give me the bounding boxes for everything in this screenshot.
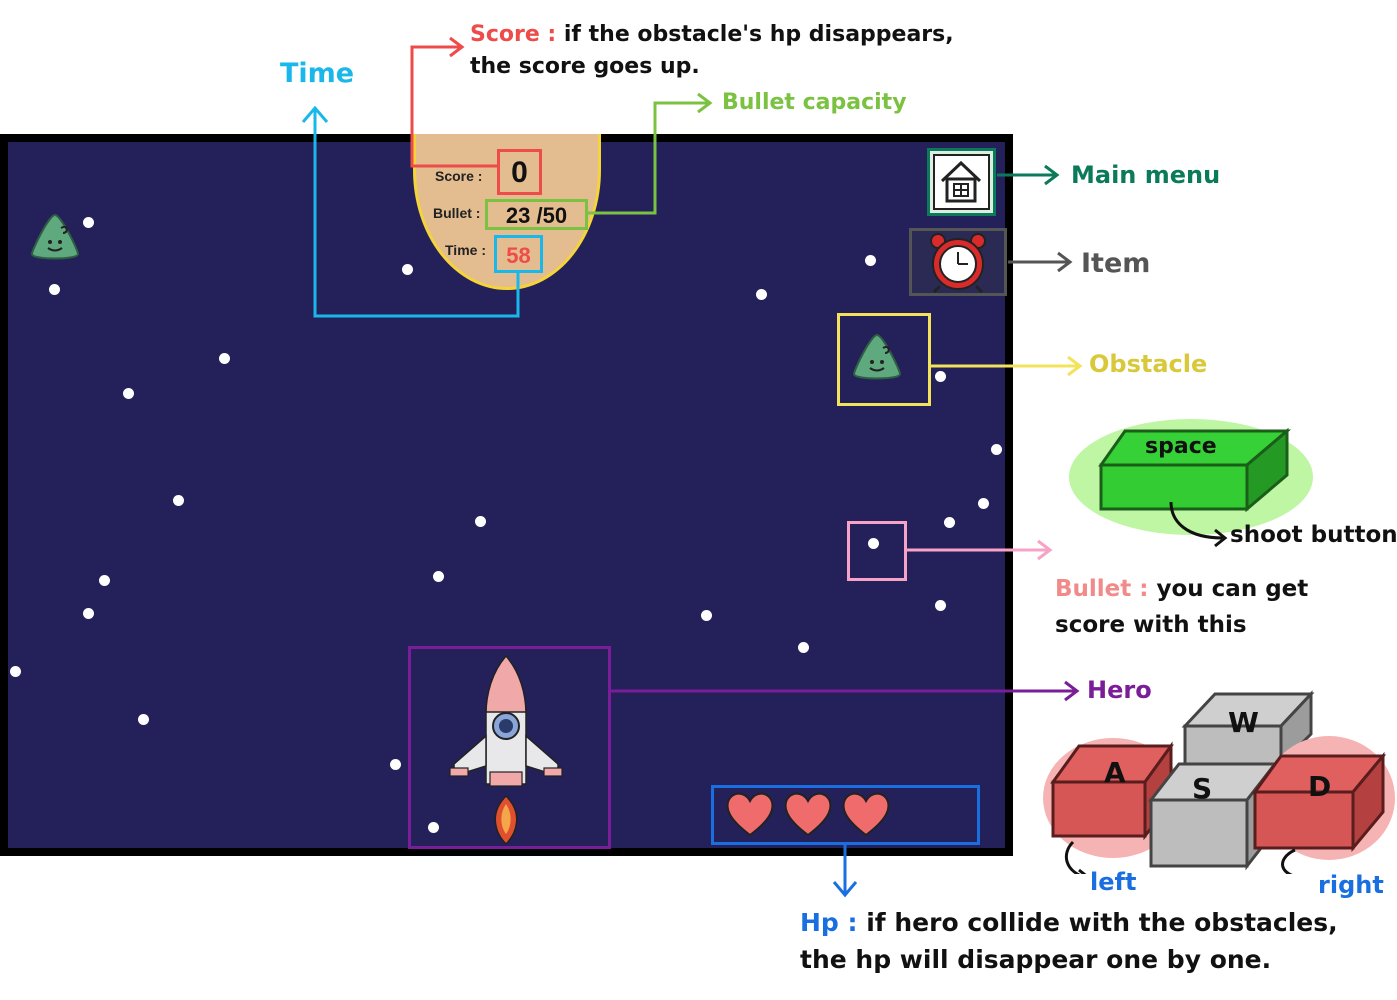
bullet-annotation-line2: score with this <box>1055 612 1247 638</box>
obstacle-slime-icon <box>30 213 80 260</box>
bullet-capacity-annotation: Bullet capacity <box>722 90 907 115</box>
star <box>944 517 955 528</box>
right-annotation: right <box>1318 871 1384 899</box>
bullet-annotation: Bullet : you can get <box>1055 576 1308 602</box>
heart-icon <box>726 792 774 837</box>
star <box>756 289 767 300</box>
hp-annotation-prefix: Hp : <box>800 908 858 937</box>
obstacle-annotation: Obstacle <box>1089 350 1208 378</box>
key-s-label: S <box>1192 772 1213 805</box>
key-a-label: A <box>1104 756 1126 789</box>
hp-annotation-line2: the hp will disappear one by one. <box>800 945 1272 974</box>
star <box>10 666 21 677</box>
time-box: 58 <box>494 235 543 273</box>
star <box>49 284 60 295</box>
star <box>433 571 444 582</box>
star <box>865 255 876 266</box>
score-box: 0 <box>497 149 542 195</box>
star <box>219 353 230 364</box>
key-w-label: W <box>1228 706 1259 739</box>
star <box>173 495 184 506</box>
star <box>402 264 413 275</box>
time-label: Time : <box>445 242 486 258</box>
score-annotation-text-1: if the obstacle's hp disappears, <box>556 22 954 47</box>
left-annotation: left <box>1090 868 1137 896</box>
star <box>991 444 1002 455</box>
bullet-example <box>868 538 879 549</box>
bullet-annotation-prefix: Bullet : <box>1055 576 1149 602</box>
hero-box <box>408 646 611 849</box>
space-key-icon <box>1069 419 1313 535</box>
heart-icon <box>784 792 832 837</box>
score-value: 0 <box>511 156 528 189</box>
score-label: Score : <box>435 168 483 184</box>
alarm-clock-item-icon <box>930 233 986 294</box>
hp-box <box>711 785 980 845</box>
shoot-button-annotation: shoot button. <box>1230 522 1397 548</box>
bullet-annotation-text-1: you can get <box>1148 576 1309 602</box>
score-annotation-prefix: Score : <box>470 22 557 47</box>
main-menu-annotation: Main menu <box>1071 161 1221 189</box>
main-menu-button[interactable] <box>927 148 996 216</box>
score-annotation-line2: the score goes up. <box>470 54 700 79</box>
space-key-label: space <box>1145 434 1217 459</box>
curved-arrow-icon <box>1169 501 1228 548</box>
star <box>83 608 94 619</box>
star <box>428 822 439 833</box>
bullet-value: 23 /50 <box>505 203 568 228</box>
star <box>978 498 989 509</box>
star <box>123 388 134 399</box>
star <box>390 759 401 770</box>
item-annotation: Item <box>1081 248 1151 279</box>
hp-annotation-text-1: if hero collide with the obstacles, <box>857 908 1338 937</box>
bullet-example-box <box>847 521 907 581</box>
obstacle-slime-icon <box>852 333 902 380</box>
heart-icon <box>842 792 890 837</box>
rocket-hero-icon <box>449 654 563 846</box>
obstacle-box <box>837 313 931 406</box>
star <box>935 371 946 382</box>
hp-annotation: Hp : if hero collide with the obstacles, <box>800 908 1338 937</box>
star <box>475 516 486 527</box>
score-annotation: Score : if the obstacle's hp disappears, <box>470 22 954 47</box>
star <box>83 217 94 228</box>
wasd-keys-icon <box>1043 690 1395 874</box>
bullet-label: Bullet : <box>433 205 481 221</box>
item-slot[interactable] <box>909 228 1007 296</box>
home-icon <box>933 154 990 210</box>
hp-bar <box>724 790 892 842</box>
star <box>798 642 809 653</box>
time-value: 58 <box>506 243 531 268</box>
time-annotation: Time <box>280 58 355 89</box>
star <box>935 600 946 611</box>
star <box>138 714 149 725</box>
bullet-box: 23 /50 <box>485 199 588 230</box>
star <box>701 610 712 621</box>
key-d-label: D <box>1308 770 1332 803</box>
star <box>99 575 110 586</box>
hero-annotation: Hero <box>1087 676 1152 704</box>
